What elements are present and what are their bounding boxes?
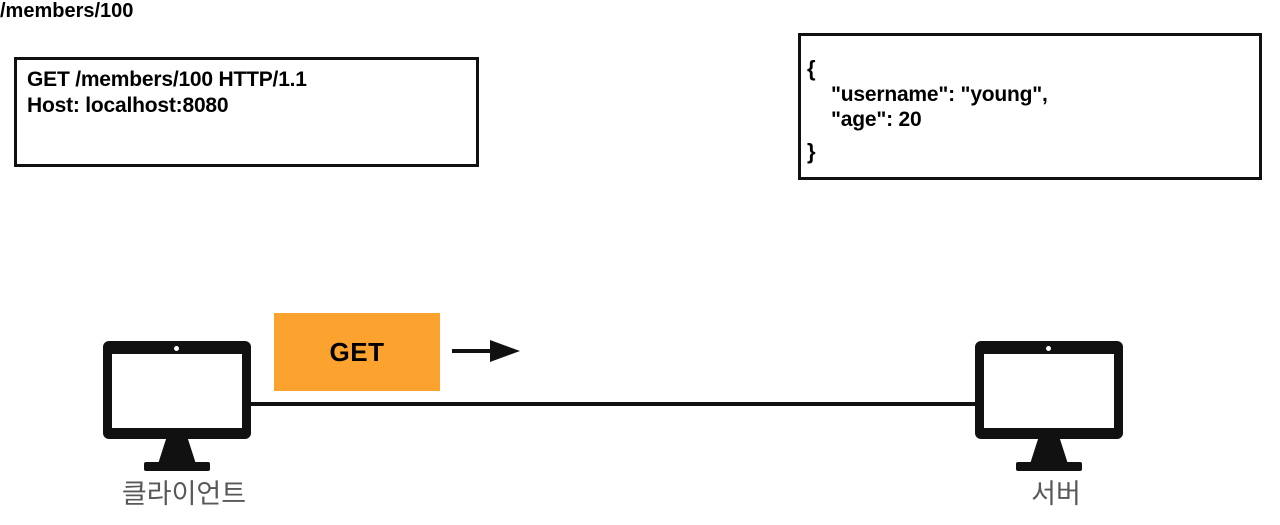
http-request-note-box: GET /members/100 HTTP/1.1 Host: localhos…	[14, 57, 479, 167]
response-line-close-brace: }	[807, 139, 816, 164]
monitor-neck	[158, 438, 196, 464]
monitor-base	[144, 462, 210, 471]
request-line-method: GET /members/100 HTTP/1.1	[27, 68, 307, 91]
monitor-screen	[112, 354, 242, 428]
monitor-screen	[984, 354, 1114, 428]
http-method-badge-get: GET	[274, 313, 440, 391]
http-method-badge-label: GET	[329, 337, 385, 367]
response-line-username: "username": "young",	[831, 83, 1048, 106]
server-node-label: 서버	[1031, 479, 1081, 509]
monitor-body	[975, 341, 1123, 439]
response-line-age: "age": 20	[831, 108, 922, 131]
response-line-open-brace: {	[807, 56, 816, 81]
monitor-body	[103, 341, 251, 439]
client-node-label: 클라이언트	[121, 479, 247, 509]
monitor-camera-dot	[174, 346, 179, 351]
monitor-neck	[1030, 438, 1068, 464]
request-line-host: Host: localhost:8080	[27, 94, 229, 117]
http-response-note-box: { "username": "young", "age": 20 }	[798, 33, 1262, 180]
client-server-connection-line	[249, 402, 977, 406]
response-resource-path-title: /members/100	[0, 0, 134, 22]
arrow-right-icon	[452, 340, 520, 362]
monitor-camera-dot	[1046, 346, 1051, 351]
monitor-base	[1016, 462, 1082, 471]
